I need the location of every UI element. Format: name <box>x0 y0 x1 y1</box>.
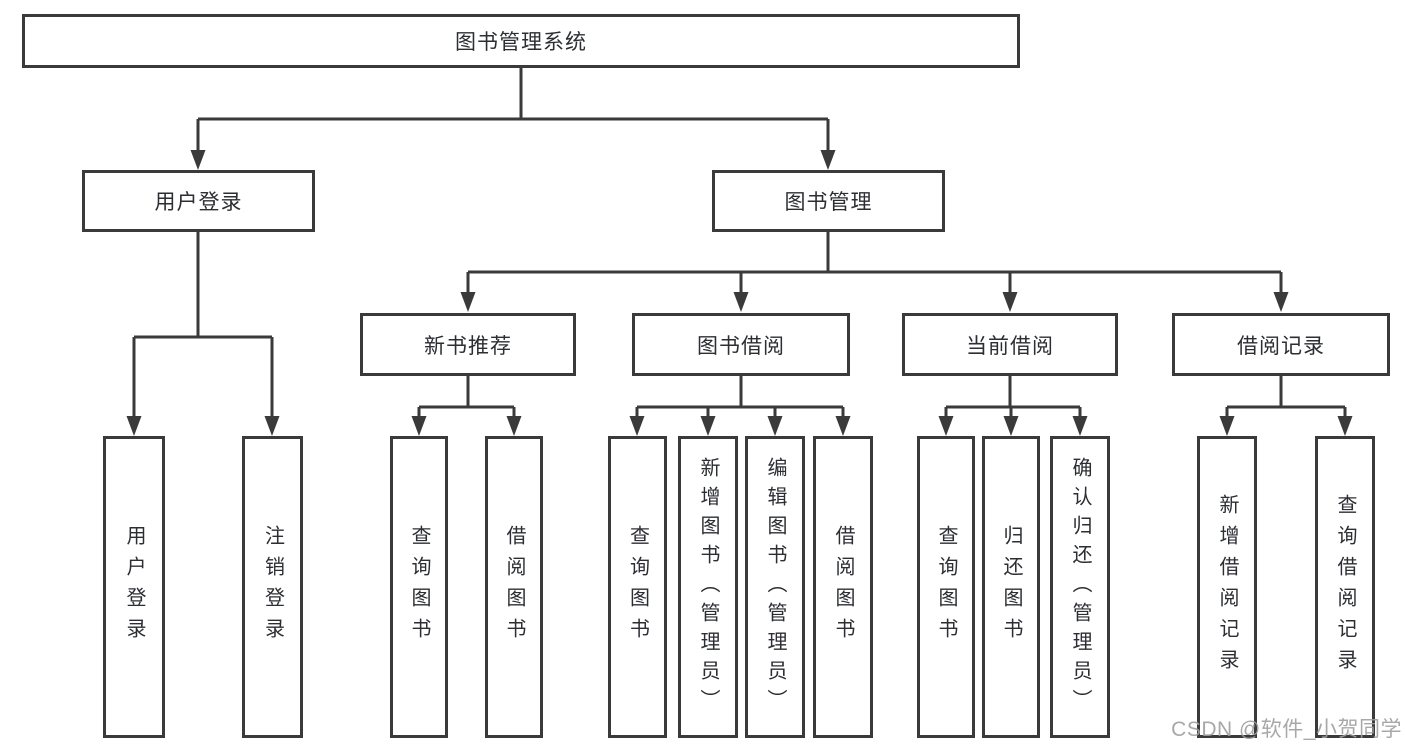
node-new-book-recommend: 新书推荐 <box>360 313 576 376</box>
node-label: 图书管理 <box>784 191 873 214</box>
connector-lines <box>132 68 1347 418</box>
leaf-add-book-admin: 新增图书（管理员） <box>678 436 738 738</box>
leaf-add-borrow-record: 新增借阅记录 <box>1197 436 1257 738</box>
leaf-confirm-return-admin: 确认归还（管理员） <box>1050 436 1110 738</box>
node-current-borrowing: 当前借阅 <box>902 313 1118 376</box>
node-label: 图书借阅 <box>697 334 785 358</box>
leaf-query-borrow-record: 查询借阅记录 <box>1315 436 1375 738</box>
node-label: 新书推荐 <box>424 334 512 358</box>
node-label: 编辑图书（管理员） <box>764 456 786 718</box>
node-label: 查询图书 <box>626 525 649 649</box>
node-label: 新增图书（管理员） <box>697 456 719 718</box>
leaf-borrowing-borrow-books: 借阅图书 <box>813 436 873 738</box>
leaf-recommend-borrow-books: 借阅图书 <box>485 436 543 738</box>
node-label: 当前借阅 <box>966 334 1054 358</box>
leaf-current-query-books: 查询图书 <box>917 436 975 738</box>
leaf-user-login: 用户登录 <box>103 436 165 738</box>
node-label: 归还图书 <box>1000 525 1022 649</box>
node-borrowing-records: 借阅记录 <box>1172 313 1390 376</box>
node-label: 查询借阅记录 <box>1334 494 1356 680</box>
leaf-borrowing-query-books: 查询图书 <box>608 436 667 738</box>
leaf-return-books: 归还图书 <box>982 436 1040 738</box>
node-label: 新增借阅记录 <box>1216 494 1238 680</box>
leaf-logout: 注销登录 <box>242 436 303 738</box>
node-label: 用户登录 <box>123 525 145 649</box>
node-label: 注销登录 <box>261 525 284 649</box>
node-user-login: 用户登录 <box>82 170 315 232</box>
node-book-borrowing: 图书借阅 <box>632 313 850 376</box>
node-label: 借阅图书 <box>503 525 525 649</box>
node-label: 查询图书 <box>935 525 957 649</box>
node-label: 确认归还（管理员） <box>1069 456 1091 718</box>
node-label: 借阅图书 <box>832 525 854 649</box>
node-label: 查询图书 <box>408 525 430 649</box>
csdn-watermark: CSDN @软件_小贺同学 <box>1171 718 1402 741</box>
node-label: 图书管理系统 <box>455 31 587 54</box>
leaf-edit-book-admin: 编辑图书（管理员） <box>745 436 805 738</box>
node-library-management-system: 图书管理系统 <box>22 14 1020 68</box>
node-book-management: 图书管理 <box>712 170 945 232</box>
arrowheads <box>126 150 1353 436</box>
node-label: 用户登录 <box>154 191 243 214</box>
node-label: 借阅记录 <box>1237 334 1325 358</box>
leaf-recommend-query-books: 查询图书 <box>390 436 448 738</box>
